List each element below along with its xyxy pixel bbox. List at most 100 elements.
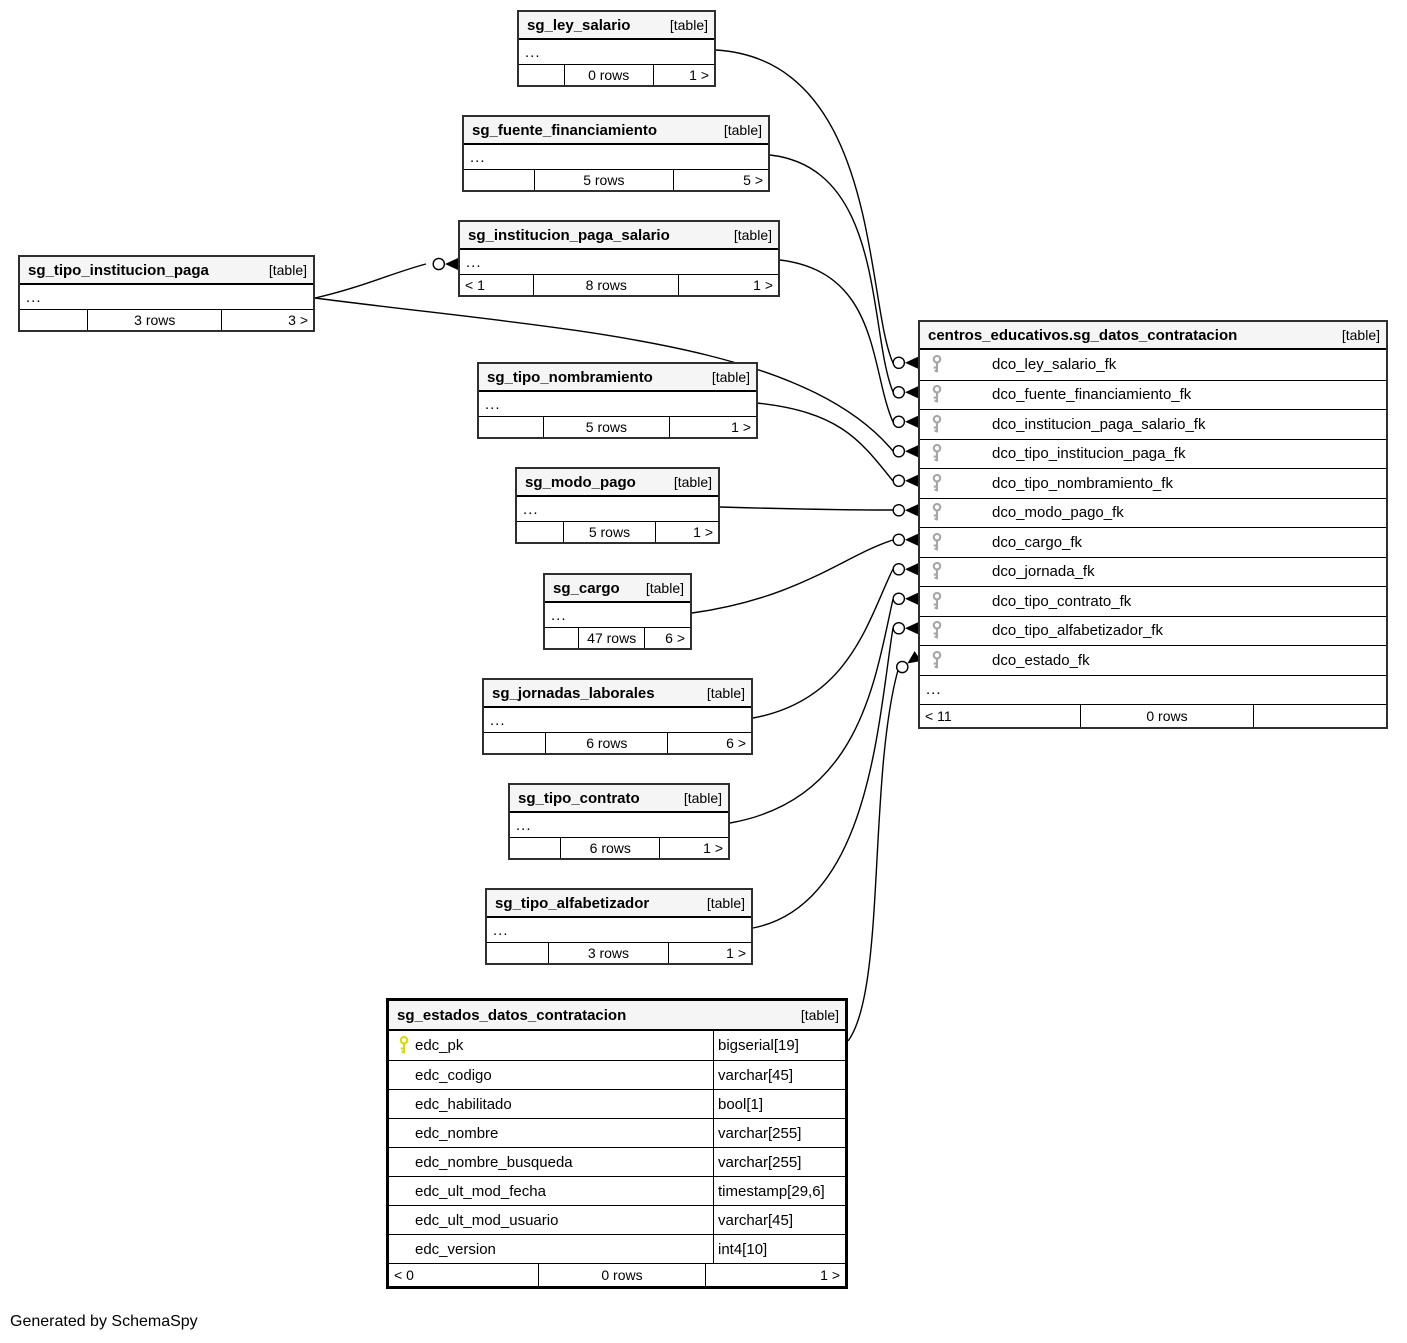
column-type: int4[10]: [713, 1235, 845, 1263]
foreign-key-icon: [920, 354, 992, 375]
table-header[interactable]: sg_tipo_nombramiento[table]: [479, 364, 756, 392]
column-name: dco_tipo_alfabetizador_fk: [992, 622, 1163, 640]
table-type-badge: [table]: [673, 474, 712, 490]
table-header[interactable]: sg_estados_datos_contratacion[table]: [389, 1001, 845, 1031]
footer-row-count: 0 rows: [538, 1264, 706, 1286]
ellipsis-text: ...: [470, 148, 486, 166]
hidden-columns-ellipsis: ...: [479, 392, 756, 416]
table-header[interactable]: sg_fuente_financiamiento[table]: [464, 117, 768, 145]
column-name: edc_habilitado: [415, 1095, 512, 1113]
fk-arrowhead-icon: [905, 563, 918, 576]
table-type-badge: [table]: [683, 790, 722, 806]
footer-parents-count: 3 >: [288, 312, 308, 328]
ellipsis-text: ...: [525, 43, 541, 61]
footer-parents-count: [1254, 705, 1386, 727]
table-header[interactable]: sg_tipo_alfabetizador[table]: [487, 890, 751, 918]
relationship-line: [314, 297, 894, 452]
optional-circle-icon: [892, 385, 906, 399]
footer-children-count: [519, 65, 564, 85]
footer-children-count: [20, 310, 87, 330]
table-title[interactable]: sg_modo_pago: [525, 473, 636, 491]
table-sg_tipo_institucion_paga[interactable]: sg_tipo_institucion_paga[table]...3 rows…: [18, 255, 315, 332]
column-name: dco_ley_salario_fk: [992, 356, 1117, 374]
table-sg_institucion_paga_salario[interactable]: sg_institucion_paga_salario[table]...< 1…: [458, 220, 780, 297]
relationship-line: [729, 598, 894, 824]
table-centros_educativos.sg_datos_contratacion[interactable]: centros_educativos.sg_datos_contratacion…: [918, 320, 1388, 729]
table-header[interactable]: sg_institucion_paga_salario[table]: [460, 222, 778, 250]
optional-circle-icon: [892, 356, 906, 370]
fk-arrowhead-icon: [905, 504, 918, 517]
table-header[interactable]: sg_tipo_institucion_paga[table]: [20, 257, 313, 285]
ellipsis-text: ...: [466, 253, 482, 271]
table-title[interactable]: sg_ley_salario: [527, 16, 631, 34]
table-type-badge: [table]: [706, 685, 745, 701]
hidden-columns-ellipsis: ...: [510, 813, 728, 837]
column-type: bigserial[19]: [713, 1031, 845, 1060]
footer-children-count: [510, 838, 560, 858]
footer-row-count: 5 rows: [563, 522, 656, 542]
table-sg_fuente_financiamiento[interactable]: sg_fuente_financiamiento[table]... 5 rows…: [462, 115, 770, 192]
footer-children-count: < 0: [394, 1267, 414, 1283]
relationship-line: [847, 669, 899, 1042]
footer-children-count: [487, 943, 548, 963]
table-header[interactable]: sg_ley_salario[table]: [519, 12, 714, 40]
optional-circle-icon: [432, 257, 446, 271]
fk-arrowhead-icon: [905, 386, 918, 399]
table-header[interactable]: sg_tipo_contrato [table]: [510, 785, 728, 813]
foreign-key-icon: [920, 620, 992, 641]
table-header[interactable]: sg_jornadas_laborales [table]: [484, 680, 751, 708]
hidden-columns-ellipsis: ...: [460, 250, 778, 274]
relationship-line: [691, 539, 894, 614]
hidden-columns-ellipsis: ...: [517, 497, 718, 521]
table-sg_estados_datos_contratacion[interactable]: sg_estados_datos_contratacion[table]edc_…: [386, 998, 848, 1289]
foreign-key-icon: [920, 561, 992, 582]
footer-parents-count: 6 >: [665, 630, 685, 646]
footer-parents-count: 1 >: [703, 840, 723, 856]
table-header[interactable]: sg_modo_pago [table]: [517, 469, 718, 497]
table-header[interactable]: sg_cargo[table]: [545, 575, 690, 603]
column-name: dco_tipo_contrato_fk: [992, 592, 1132, 610]
table-title[interactable]: centros_educativos.sg_datos_contratacion: [928, 326, 1238, 344]
column-name: dco_tipo_institucion_paga_fk: [992, 445, 1186, 463]
table-title[interactable]: sg_institucion_paga_salario: [468, 226, 670, 244]
column-row: dco_cargo_fk: [920, 527, 1386, 557]
column-name: edc_pk: [415, 1037, 464, 1054]
table-header[interactable]: centros_educativos.sg_datos_contratacion…: [920, 322, 1386, 350]
column-name: dco_modo_pago_fk: [992, 504, 1124, 522]
table-title[interactable]: sg_tipo_alfabetizador: [495, 894, 650, 912]
footer-children-count: [464, 170, 534, 190]
ellipsis-text: ...: [926, 681, 942, 699]
column-row: dco_institucion_paga_salario_fk: [920, 409, 1386, 439]
table-title[interactable]: sg_jornadas_laborales: [492, 684, 655, 702]
table-sg_modo_pago[interactable]: sg_modo_pago [table]...5 rows 1 >: [515, 467, 720, 544]
table-title[interactable]: sg_tipo_nombramiento: [487, 368, 653, 386]
footer-parents-count: 1 >: [693, 524, 713, 540]
column-row: dco_jornada_fk: [920, 556, 1386, 587]
relationship-line: [756, 402, 894, 482]
hidden-columns-ellipsis: ...: [519, 40, 714, 64]
relationship-line: [752, 568, 894, 719]
column-row: edc_pk bigserial[19]: [389, 1031, 845, 1060]
table-title[interactable]: sg_cargo: [553, 579, 620, 597]
optional-circle-icon: [892, 474, 906, 488]
fk-arrowhead-icon: [905, 415, 918, 428]
table-title[interactable]: sg_tipo_institucion_paga: [28, 261, 209, 279]
foreign-key-icon: [920, 591, 992, 612]
table-title[interactable]: sg_estados_datos_contratacion: [397, 1006, 627, 1024]
table-title[interactable]: sg_tipo_contrato: [518, 789, 640, 807]
footer-parents-count: 5 >: [743, 172, 763, 188]
hidden-columns-ellipsis: ...: [920, 674, 1386, 705]
table-title[interactable]: sg_fuente_financiamiento: [472, 121, 658, 139]
